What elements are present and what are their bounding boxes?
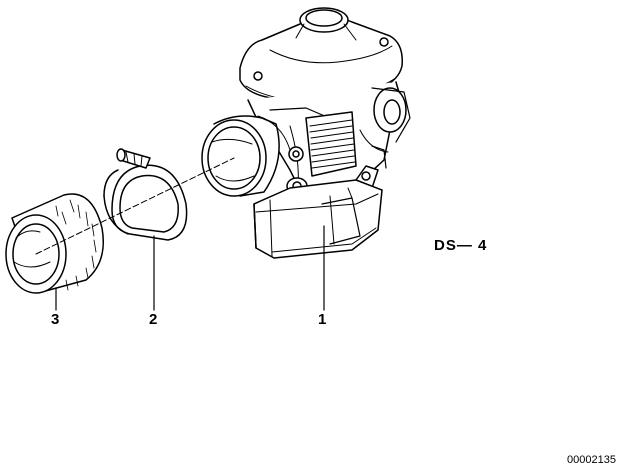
carburetor (201, 7, 411, 259)
hose-clamp (103, 148, 188, 241)
rubber-sleeve (5, 193, 104, 294)
model-code-label: DS— 4 (434, 237, 488, 254)
assembly-axis (35, 157, 235, 255)
callout-part-1: 1 (318, 311, 327, 328)
callout-part-2: 2 (149, 311, 158, 328)
float-bowl (253, 179, 383, 259)
catalog-number: 00002135 (567, 454, 616, 466)
callout-part-3: 3 (51, 311, 60, 328)
choke-cover (305, 111, 357, 177)
